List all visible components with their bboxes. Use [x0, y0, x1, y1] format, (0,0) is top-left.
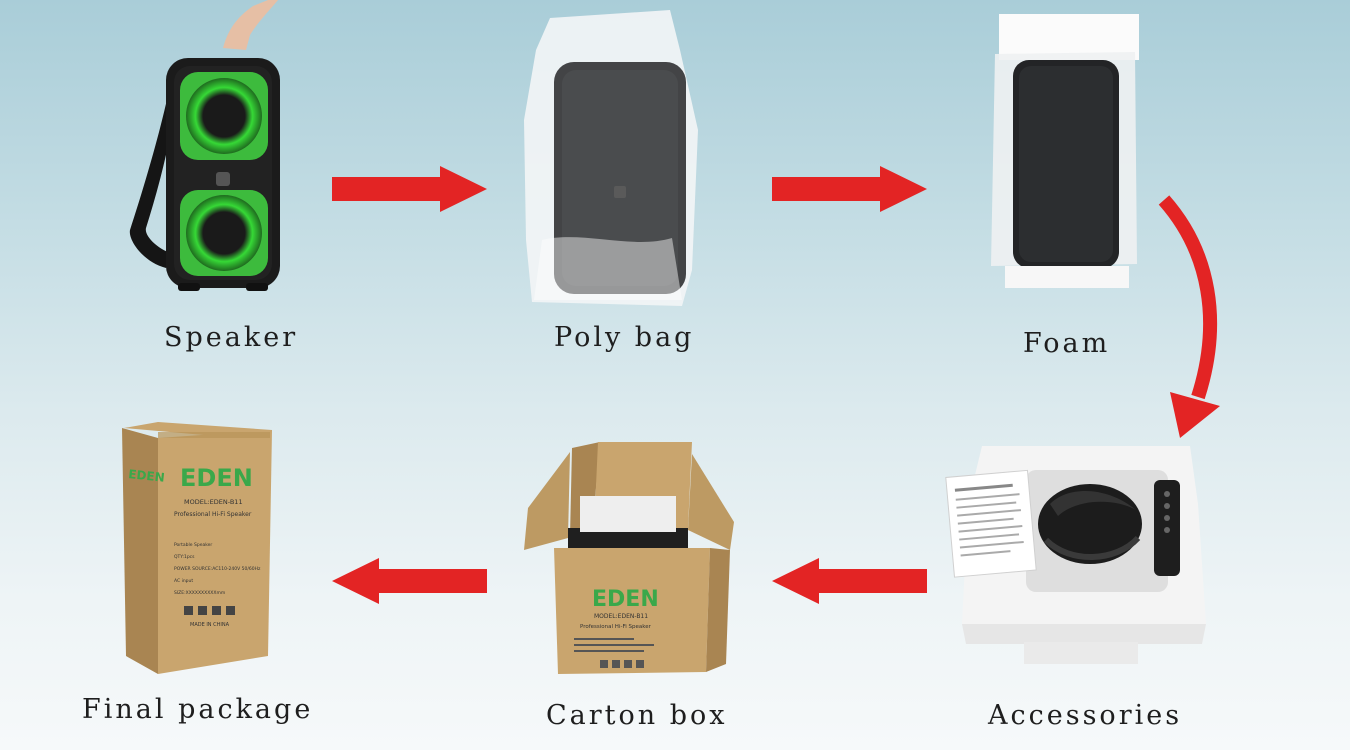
arrow-right-icon	[772, 166, 927, 212]
carton-model: MODEL:EDEN-B11	[594, 613, 648, 620]
package-tagline: Professional Hi-Fi Speaker	[174, 511, 252, 518]
label-carton-box: Carton box	[546, 700, 728, 731]
package-spec-2: QTY:1pcs	[174, 554, 195, 560]
carton-box-image: EDEN MODEL:EDEN-B11 Professional Hi-Fi S…	[520, 438, 740, 688]
arrow-left-icon	[332, 558, 487, 604]
package-spec-4: AC input	[174, 578, 193, 584]
carton-tagline: Professional Hi-Fi Speaker	[580, 624, 652, 630]
package-brand: EDEN	[180, 464, 253, 492]
label-foam: Foam	[1023, 328, 1111, 359]
label-final-package: Final package	[82, 694, 314, 725]
package-spec-1: Portable Speaker	[174, 542, 212, 548]
label-speaker: Speaker	[164, 322, 299, 353]
carton-brand: EDEN	[592, 587, 659, 612]
label-poly-bag: Poly bag	[554, 322, 695, 353]
speaker-image	[118, 0, 298, 295]
final-package-image: EDEN EDEN MODEL:EDEN-B11 Professional Hi…	[118, 420, 278, 676]
label-accessories: Accessories	[988, 700, 1183, 731]
arrow-left-icon	[772, 558, 927, 604]
arrow-right-icon	[332, 166, 487, 212]
arrow-curved-down-icon	[1150, 192, 1230, 442]
package-origin: MADE IN CHINA	[190, 622, 230, 628]
poly-bag-image	[522, 10, 700, 310]
package-spec-3: POWER SOURCE:AC110-240V 50/60Hz	[174, 566, 261, 572]
package-spec-5: SIZE:XXXXXXXXXXmm	[174, 590, 225, 596]
foam-image	[985, 14, 1145, 290]
package-model: MODEL:EDEN-B11	[184, 498, 243, 506]
package-side-brand: EDEN	[128, 467, 166, 485]
accessories-image	[940, 444, 1210, 666]
